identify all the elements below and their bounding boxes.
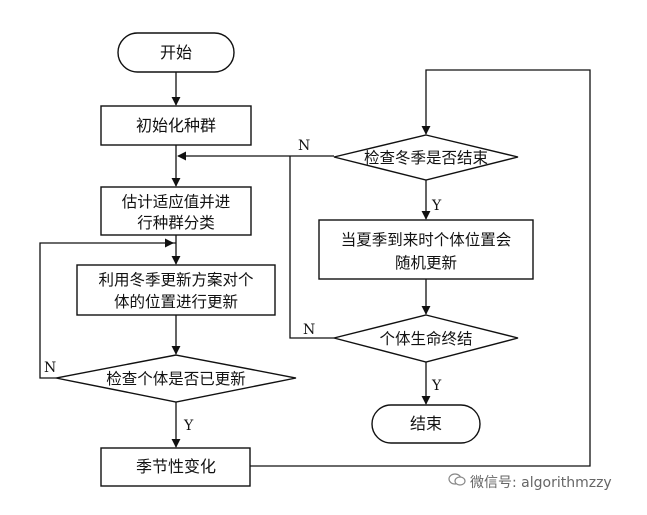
watermark-text: 微信号: algorithmzzy (470, 475, 612, 491)
summer-random-box: 当夏季到来时个体位置会 随机更新 (318, 219, 534, 280)
winter-update-line2: 体的位置进行更新 (114, 293, 238, 311)
check-winter-decision: 检查冬季是否结束 (333, 134, 519, 181)
start-label: 开始 (160, 43, 192, 62)
arrow-life-not-ended (289, 156, 334, 339)
yes-label-life-ended: Y (431, 378, 442, 394)
no-label-winter-ended: N (298, 138, 310, 154)
check-updated-decision: 检查个体是否已更新 (55, 354, 297, 403)
yes-label-winter-ended: Y (431, 198, 442, 214)
no-label-life-ended: N (303, 322, 315, 338)
evaluate-fitness-line2: 行种群分类 (137, 214, 215, 232)
check-updated-label: 检查个体是否已更新 (106, 370, 246, 388)
summer-random-line1: 当夏季到来时个体位置会 (341, 231, 512, 249)
summer-random-line2: 随机更新 (395, 254, 457, 272)
no-label-check-updated: N (44, 360, 56, 376)
init-population-label: 初始化种群 (136, 116, 216, 135)
life-end-label: 个体生命终结 (379, 330, 472, 348)
evaluate-fitness-line1: 估计适应值并进 (122, 192, 231, 211)
start-terminal: 开始 (117, 32, 235, 73)
wechat-icon (448, 473, 466, 491)
season-change-label: 季节性变化 (136, 457, 216, 476)
end-terminal: 结束 (371, 404, 481, 444)
end-label: 结束 (410, 414, 442, 433)
arrow-loop-not-updated (39, 242, 176, 379)
life-end-decision: 个体生命终结 (333, 314, 519, 363)
season-change-box: 季节性变化 (100, 447, 251, 487)
yes-label-check-updated: Y (183, 418, 194, 434)
winter-update-box: 利用冬季更新方案对个 体的位置进行更新 (76, 264, 276, 316)
winter-update-line1: 利用冬季更新方案对个 (98, 271, 254, 289)
check-winter-label: 检查冬季是否结束 (364, 149, 488, 167)
watermark: 微信号: algorithmzzy (448, 472, 612, 492)
evaluate-fitness-box: 估计适应值并进 行种群分类 (100, 186, 252, 236)
arrow-season-to-winter-check (250, 69, 591, 467)
init-population-box: 初始化种群 (100, 105, 252, 146)
